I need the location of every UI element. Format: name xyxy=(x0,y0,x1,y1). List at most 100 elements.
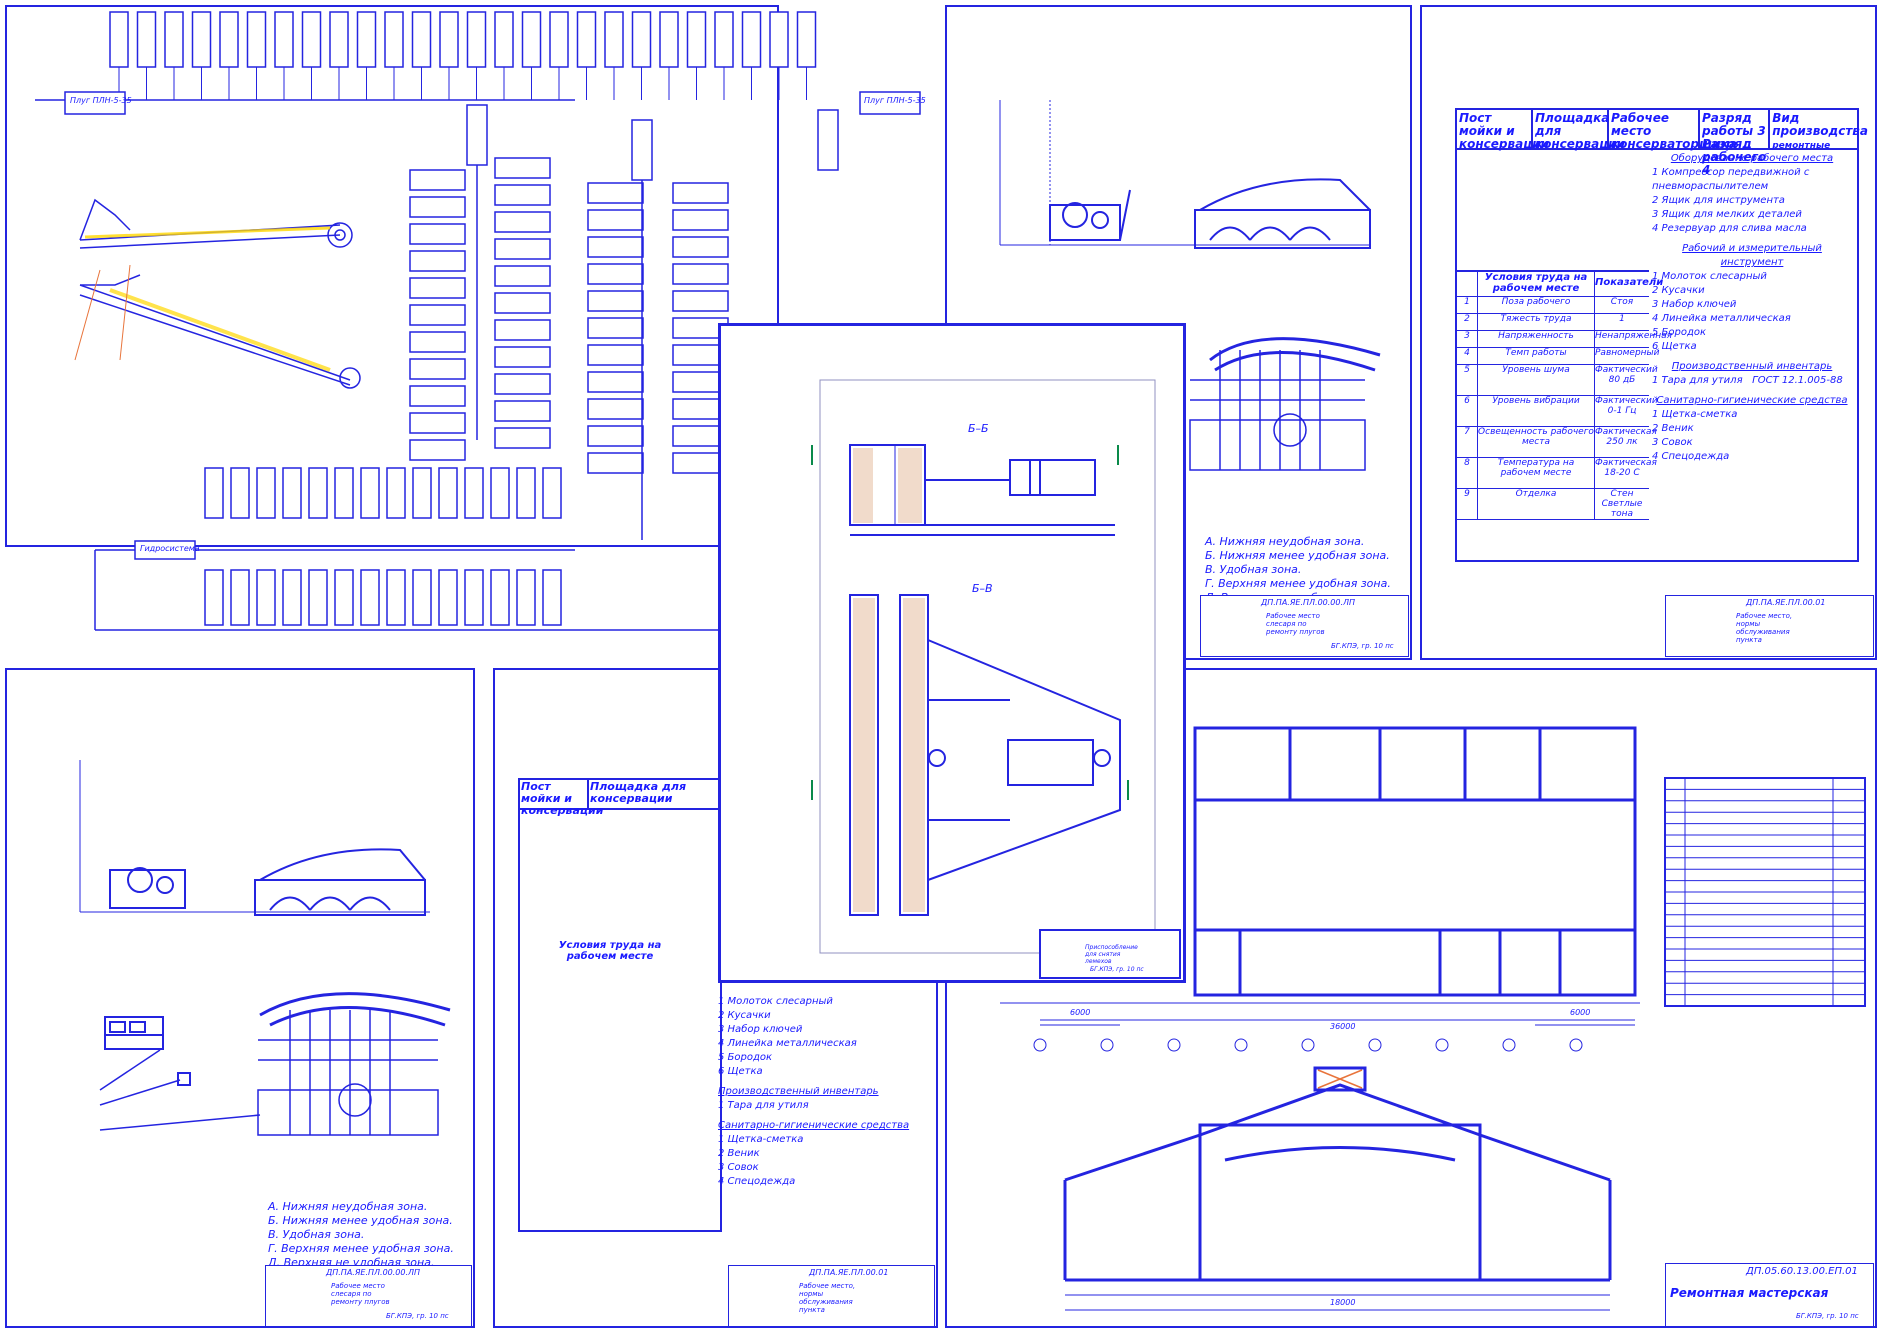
tool-1: 1 Молоток слесарный xyxy=(1652,271,1767,282)
bottom-tab-lower xyxy=(360,569,380,626)
cond-value: Равномерный xyxy=(1595,348,1660,358)
cond-value: 1 xyxy=(1619,314,1625,324)
bottom-tab-upper xyxy=(516,467,536,519)
bottom-tab-lower xyxy=(438,569,458,626)
left-part-box xyxy=(409,223,466,245)
b-tool-6: 6 Щетка xyxy=(718,1066,763,1077)
table-sheet-top xyxy=(1420,5,1877,660)
tools-title: Рабочий и измерительный инструмент xyxy=(1682,243,1822,268)
stand-bottom-stamp-code: ДП.ПА.ЯЕ.ПЛ.00.00.ЛП xyxy=(326,1268,421,1277)
section-bv-label: Б–В xyxy=(972,582,993,595)
prod-title: Производственный инвентарь xyxy=(1671,361,1833,372)
b-prod-1: 1 Тара для утиля xyxy=(718,1100,809,1111)
cond-head2: Показатели xyxy=(1595,277,1664,288)
left-part-box xyxy=(409,277,466,299)
cond-name: Темп работы xyxy=(1478,348,1595,364)
cond-value: Фактическая 250 лк xyxy=(1595,427,1657,447)
b-tool-4: 4 Линейка металлическая xyxy=(718,1038,857,1049)
b-tool-5: 5 Бородок xyxy=(718,1052,773,1063)
table-top-stamp-title: Рабочее место, нормы обслуживания пункта xyxy=(1736,612,1793,644)
bottom-tab-lower xyxy=(542,569,562,626)
center-part-box xyxy=(587,209,644,231)
tool-6: 6 Щетка xyxy=(1652,341,1697,352)
table-bottom-stamp-code: ДП.ПА.ЯЕ.ПЛ.00.01 xyxy=(809,1268,889,1277)
center-part-box xyxy=(587,290,644,312)
head-grade-work-val: 3 xyxy=(1757,124,1766,138)
b-prod-title: Производственный инвентарь xyxy=(718,1086,879,1097)
axis-marker xyxy=(1368,1038,1382,1052)
section-stamp-foot: БГ.КПЭ, гр. 10 пс xyxy=(1090,966,1144,973)
hall-axes xyxy=(1000,1002,1640,1026)
b-san-3: 3 Совок xyxy=(718,1162,759,1173)
left-part-box-right xyxy=(494,238,551,260)
zone-v: В. Удобная зона. xyxy=(1205,563,1302,576)
bottom-tab-lower xyxy=(386,569,406,626)
flow-sheet xyxy=(5,5,779,547)
axis-marker xyxy=(1167,1038,1181,1052)
stand-bottom-stamp-title: Рабочее место слесаря по ремонту плугов xyxy=(331,1282,390,1306)
equip-3: 3 Ящик для мелких деталей xyxy=(1652,209,1802,220)
bottom-tab-lower xyxy=(308,569,328,626)
cond-num: 6 xyxy=(1457,396,1478,426)
equip-4: 4 Резервуар для слива масла xyxy=(1652,223,1807,234)
axis-marker xyxy=(1100,1038,1114,1052)
cond-value: Ненапряженная xyxy=(1595,331,1673,341)
left-part-box xyxy=(409,385,466,407)
cond-name: Поза рабочего xyxy=(1478,297,1595,313)
bottom-tab-lower xyxy=(256,569,276,626)
section-stamp-title: Приспособление для снятия лемехов xyxy=(1085,944,1138,965)
section-bv xyxy=(849,594,1121,916)
left-part-box xyxy=(409,250,466,272)
bottom-tab-upper xyxy=(256,467,276,519)
cond-name: Отделка xyxy=(1478,489,1595,519)
bottom-tab-upper xyxy=(386,467,406,519)
head-grade-worker-val: 4 xyxy=(1702,163,1711,177)
zone-b: Б. Нижняя менее удобная зона. xyxy=(1205,549,1390,562)
center-part-box xyxy=(587,398,644,420)
compressor-unit xyxy=(1049,189,1131,241)
left-part-box xyxy=(409,439,466,461)
head-area: Площадка для консервации xyxy=(1535,110,1625,151)
flow-left-title: Плуг ПЛН-5-35 xyxy=(70,96,132,105)
plough-on-stand xyxy=(1194,178,1371,249)
tool-2: 2 Кусачки xyxy=(1652,285,1705,296)
equip-2: 2 Ящик для инструмента xyxy=(1652,195,1785,206)
zones-diagram xyxy=(1189,337,1381,471)
cond-num: 2 xyxy=(1457,314,1478,330)
cond-name: Тяжесть труда xyxy=(1478,314,1595,330)
cond-value: Фактический 0-1 Гц xyxy=(1595,396,1658,416)
cond-title: Условия труда на рабочем месте xyxy=(1478,272,1595,296)
b-san-2: 2 Веник xyxy=(718,1148,760,1159)
section-bb-label: Б–Б xyxy=(968,422,989,435)
zone-a-2: А. Нижняя неудобная зона. xyxy=(268,1200,428,1213)
cond-num: 8 xyxy=(1457,458,1478,488)
cond-num: 3 xyxy=(1457,331,1478,347)
b-san-1: 1 Щетка-сметка xyxy=(718,1134,804,1145)
tool-4: 4 Линейка металлическая xyxy=(1652,313,1791,324)
bottom-tab-lower xyxy=(412,569,432,626)
bottom-tab-lower xyxy=(230,569,250,626)
section-sheet xyxy=(718,323,1186,983)
axis-marker xyxy=(1301,1038,1315,1052)
bottom-tab-upper xyxy=(334,467,354,519)
hall-dim-1: 6000 xyxy=(1070,1008,1091,1017)
b-tool-2: 2 Кусачки xyxy=(718,1010,771,1021)
table-bottom: Пост мойки и консервации Площадка для ко… xyxy=(518,778,722,1232)
table-bottom-cond-title: Условия труда на рабочем месте xyxy=(558,940,662,962)
left-part-box-right xyxy=(494,373,551,395)
head-kind: Вид производства xyxy=(1772,111,1868,138)
stand-top-stamp: ДП.ПА.ЯЕ.ПЛ.00.00.ЛП Рабочее место слеса… xyxy=(1200,595,1409,657)
head-grade-work: Разряд работы xyxy=(1702,111,1754,138)
center-part-box-right xyxy=(672,182,729,204)
head-post-2: Пост мойки и консервации xyxy=(521,780,604,817)
left-part-box xyxy=(409,358,466,380)
center-part-box-right xyxy=(672,209,729,231)
bottom-tab-lower xyxy=(516,569,536,626)
